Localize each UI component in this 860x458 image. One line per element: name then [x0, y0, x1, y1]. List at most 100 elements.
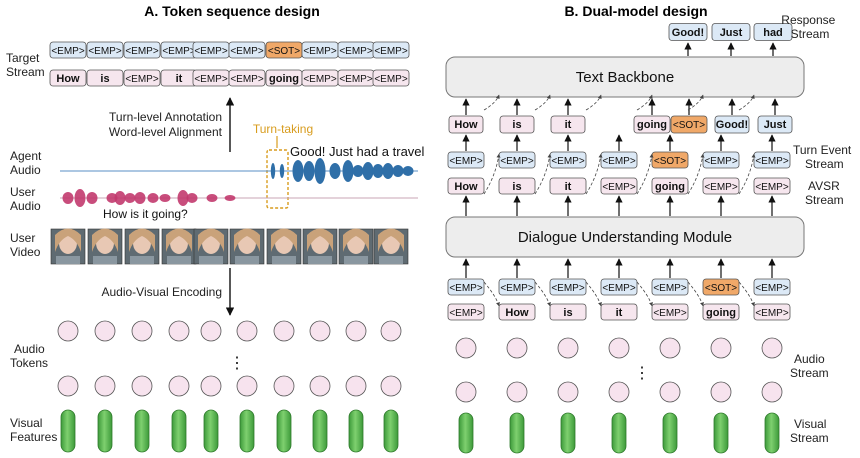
audio-token-circle — [236, 375, 258, 397]
avsr-token: <EMP> — [753, 177, 791, 195]
visual-stream-capsule — [611, 412, 627, 454]
agent-wave-segment — [372, 164, 384, 178]
target-row2-token: How — [49, 69, 87, 87]
user-audio-label: User Audio — [10, 185, 41, 213]
response-stream-label-line1: Response — [781, 13, 835, 27]
dum-input-row1-token-text: <EMP> — [755, 283, 789, 294]
audio-stream-circle — [608, 381, 630, 403]
shoulders-icon — [167, 256, 191, 264]
target-row2-token-text: <EMP> — [125, 74, 159, 85]
autoregressive-link — [534, 94, 551, 111]
target-row2-token-text: <EMP> — [194, 74, 228, 85]
autoregressive-link — [585, 281, 602, 307]
stream-link-lines — [462, 94, 776, 216]
dum-input-row2-token: <EMP> — [447, 303, 485, 321]
dum-input-row1-token-text: <EMP> — [500, 283, 534, 294]
autoregressive-link — [483, 94, 500, 111]
agent-wave-segment — [270, 163, 276, 179]
response-token-box — [668, 23, 708, 41]
target-row2-token: <EMP> — [337, 69, 375, 87]
hair-icon — [129, 228, 155, 252]
dum-input-row2-token-text: going — [706, 307, 736, 319]
user-wave-segment — [62, 192, 74, 204]
dum-input-row1-token: <SOT> — [702, 278, 740, 296]
target-row2-token-box — [49, 69, 87, 87]
video-frame — [124, 228, 160, 265]
avsr-token: going — [651, 177, 689, 195]
dum-input-row2-token-box — [702, 303, 740, 321]
visual-stream-label: Visual Stream — [790, 417, 830, 445]
shoulders-icon — [308, 256, 332, 264]
response-stream-label-line2: Stream — [791, 27, 830, 41]
agent-audio-label-line2: Audio — [10, 163, 41, 177]
shoulders-icon — [56, 256, 80, 264]
target-stream-label: Target Stream — [6, 51, 45, 79]
audio-token-circle — [380, 320, 402, 342]
user-wave-segment — [186, 193, 198, 203]
avsr-token-text: it — [565, 181, 572, 193]
turn-event-token: <EMP> — [549, 151, 587, 169]
audio-token-circle — [57, 375, 79, 397]
turn-taking-label: Turn-taking — [253, 122, 313, 136]
target-row2-token: <EMP> — [301, 69, 339, 87]
hair-icon — [234, 228, 260, 252]
audio-token-circle — [380, 375, 402, 397]
dum-input-row2-token-box — [600, 303, 638, 321]
dum-input-row2-token: it — [600, 303, 638, 321]
shoulders-icon — [272, 256, 296, 264]
target-row1-token-text: <EMP> — [162, 46, 196, 57]
visual-features-label: Visual Features — [10, 416, 57, 444]
backbone-input-token: going — [633, 98, 671, 134]
turn-event-token: <EMP> — [498, 151, 536, 169]
visual-feature-capsule — [276, 409, 292, 453]
dum-input-row2-token-box — [753, 303, 791, 321]
dum-input-row1-token: <EMP> — [498, 278, 536, 296]
turn-event-stream-row: <EMP><EMP><EMP><EMP><SOT><EMP><EMP> — [447, 151, 791, 169]
dialogue-understanding-module-label: Dialogue Understanding Module — [518, 229, 732, 246]
target-row1-token-text: <EMP> — [88, 46, 122, 57]
audio-token-circle — [57, 320, 79, 342]
turn-event-token-text: <EMP> — [500, 156, 534, 167]
autoregressive-link — [738, 281, 755, 307]
avsr-token-text: going — [655, 181, 685, 193]
backbone-input-text: Good! — [716, 119, 748, 131]
backbone-input-text: going — [637, 119, 667, 131]
visual-features-row — [60, 409, 399, 453]
audio-stream-circle — [506, 381, 528, 403]
video-frame — [229, 228, 265, 265]
response-token: had — [753, 23, 793, 41]
autoregressive-link — [687, 94, 704, 111]
backbone-input-box — [550, 115, 586, 134]
turn-event-token-text: <EMP> — [704, 156, 738, 167]
dum-input-row2-token-box — [651, 303, 689, 321]
turn-event-token-box — [549, 151, 587, 169]
hair-icon — [378, 228, 404, 252]
video-frame — [193, 228, 229, 265]
target-row1-token-box — [49, 41, 87, 59]
autoregressive-link — [636, 281, 653, 307]
visual-stream-capsules — [458, 412, 780, 454]
dum-input-row2-token: is — [549, 303, 587, 321]
shoulders-icon — [344, 256, 368, 264]
user-audio-label-line1: User — [10, 185, 35, 199]
target-row1-token: <EMP> — [86, 41, 124, 59]
user-wave-segment — [74, 189, 86, 207]
audio-stream-circle — [455, 337, 477, 359]
avsr-label-line2: Stream — [805, 193, 844, 207]
dum-input-row2-token: <EMP> — [651, 303, 689, 321]
target-row2-token: going — [265, 69, 303, 87]
audio-token-circle — [131, 375, 153, 397]
response-token: Good! — [668, 23, 708, 41]
dum-input-row1-token: <EMP> — [651, 278, 689, 296]
autoregressive-link — [585, 153, 603, 195]
turn-event-token: <SOT> — [651, 151, 689, 169]
visual-stream-capsule — [458, 412, 474, 454]
backbone-input-token: it — [550, 98, 586, 134]
turn-taking-box — [266, 149, 289, 209]
hair-icon — [166, 228, 192, 252]
turn-event-token-text: <EMP> — [602, 156, 636, 167]
dum-input-row1-token-text: <EMP> — [602, 283, 636, 294]
